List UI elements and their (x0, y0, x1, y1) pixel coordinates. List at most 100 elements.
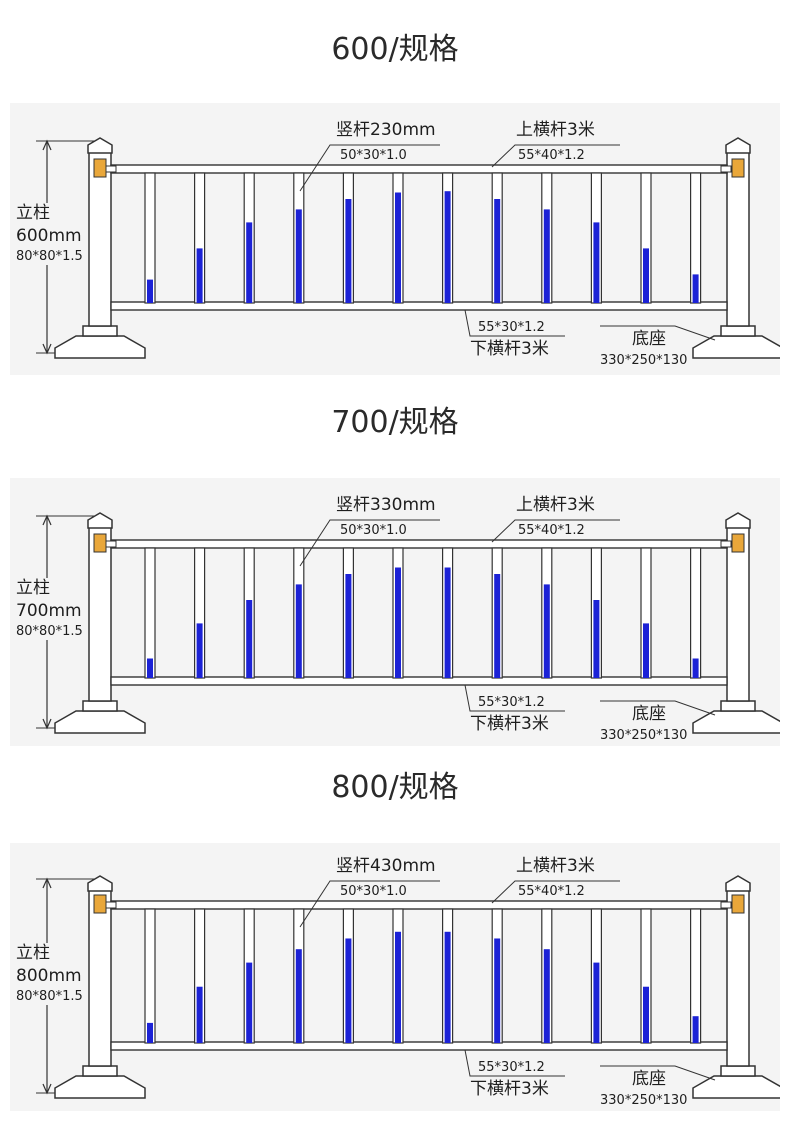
fence-diagram: 立柱600mm80*80*1.5竖杆230mm50*30*1.0上横杆3米55*… (14, 120, 784, 368)
vertical-bar-blue-fill (295, 209, 302, 303)
base-size: 330*250*130 (600, 1093, 687, 1108)
vertical-bar-blue-fill (543, 949, 550, 1043)
vertical-bar-blue-fill (345, 199, 352, 303)
post-base (692, 710, 784, 734)
bottom-rail-label: 下横杆3米 (470, 339, 549, 359)
post-reflector (731, 533, 745, 553)
bottom-rail (110, 301, 728, 311)
base-size: 330*250*130 (600, 353, 687, 368)
bottom-rail-label: 下横杆3米 (470, 714, 549, 734)
top-rail-left-clip (105, 901, 117, 909)
arrow-down-icon (42, 718, 52, 730)
vertical-bar-label: 竖杆230mm (336, 120, 436, 140)
vertical-bar-leader (299, 880, 440, 928)
vertical-bar-blue-fill (643, 248, 649, 303)
base-size: 330*250*130 (600, 728, 687, 743)
top-rail-leader (491, 880, 620, 904)
bottom-rail-label: 下横杆3米 (470, 1079, 549, 1099)
post-height-label: 600mm (16, 226, 82, 246)
vertical-bar-size: 50*30*1.0 (340, 148, 407, 163)
base-leader (600, 700, 716, 716)
fence-diagram: 立柱800mm80*80*1.5竖杆430mm50*30*1.0上横杆3米55*… (14, 856, 784, 1108)
vertical-bar-blue-fill (246, 962, 253, 1043)
vertical-bar-blue-fill (543, 584, 550, 678)
vertical-bar-size: 50*30*1.0 (340, 523, 407, 538)
post-cap (725, 512, 751, 529)
vertical-bar-blue-fill (593, 962, 600, 1043)
vertical-bar-leader (299, 519, 440, 567)
vertical-bar-blue-fill (494, 574, 501, 678)
top-rail-right-clip (720, 165, 732, 173)
post-base-collar (82, 1065, 118, 1077)
bottom-rail (110, 676, 728, 686)
vertical-bar-blue-fill (345, 574, 352, 678)
top-rail (110, 164, 728, 174)
post-base (692, 335, 784, 359)
vertical-bar-blue-fill (494, 938, 501, 1043)
base-leader (600, 1065, 716, 1081)
left-post (54, 137, 146, 359)
top-rail-left-clip (105, 165, 117, 173)
vertical-bar-blue-fill (246, 222, 253, 303)
post-size-label: 80*80*1.5 (16, 624, 83, 639)
left-post (54, 875, 146, 1099)
post-base-collar (720, 325, 756, 337)
arrow-up-icon (42, 877, 52, 889)
post-base (54, 335, 146, 359)
vertical-bar-blue-fill (196, 248, 203, 303)
top-rail-size: 55*40*1.2 (518, 148, 585, 163)
post-cap (87, 512, 113, 529)
spec-title: 700/规格 (331, 405, 459, 440)
vertical-bar-blue-fill (395, 931, 401, 1043)
post-base-collar (82, 325, 118, 337)
right-post (692, 137, 784, 359)
top-rail (110, 900, 728, 910)
post-size-label: 80*80*1.5 (16, 249, 83, 264)
vertical-bar-blue-fill (692, 274, 699, 303)
post-base-collar (720, 1065, 756, 1077)
post-cap (87, 875, 113, 892)
vertical-bar-blue-fill (295, 949, 302, 1043)
vertical-bar-blue-fill (444, 931, 451, 1043)
post-label: 立柱 (16, 578, 50, 598)
top-rail-size: 55*40*1.2 (518, 884, 585, 899)
vertical-bar-label: 竖杆330mm (336, 495, 436, 515)
bottom-rail-leader (464, 684, 565, 712)
vertical-bar-blue-fill (147, 279, 153, 303)
post-cap (725, 875, 751, 892)
post-reflector (731, 158, 745, 178)
post-base (692, 1075, 784, 1099)
top-rail-leader (491, 144, 620, 168)
post-height-label: 800mm (16, 966, 82, 986)
vertical-bar-blue-fill (543, 209, 550, 303)
vertical-bar-size: 50*30*1.0 (340, 884, 407, 899)
vertical-bar-blue-fill (444, 567, 451, 678)
post-base-collar (720, 700, 756, 712)
post-label-bg (14, 578, 98, 640)
bottom-rail-leader (464, 309, 565, 337)
vertical-bar-blue-fill (643, 623, 649, 678)
base-leader (600, 325, 716, 341)
bottom-rail-size: 55*30*1.2 (478, 320, 545, 335)
vertical-bar-blue-fill (444, 191, 451, 303)
post-base (54, 710, 146, 734)
right-post (692, 512, 784, 734)
vertical-bar-blue-fill (395, 192, 401, 303)
bottom-rail-size: 55*30*1.2 (478, 695, 545, 710)
vertical-bar-blue-fill (643, 986, 649, 1043)
top-rail-size: 55*40*1.2 (518, 523, 585, 538)
base-label: 底座 (632, 1069, 666, 1089)
right-post (692, 875, 784, 1099)
post-label: 立柱 (16, 203, 50, 223)
post-label: 立柱 (16, 943, 50, 963)
arrow-down-icon (42, 1083, 52, 1095)
post-cap (725, 137, 751, 154)
vertical-bar-blue-fill (196, 986, 203, 1043)
arrow-up-icon (42, 514, 52, 526)
arrow-up-icon (42, 139, 52, 151)
left-post (54, 512, 146, 734)
post-label-bg (14, 203, 98, 265)
post-column (88, 886, 112, 1067)
top-rail (110, 539, 728, 549)
